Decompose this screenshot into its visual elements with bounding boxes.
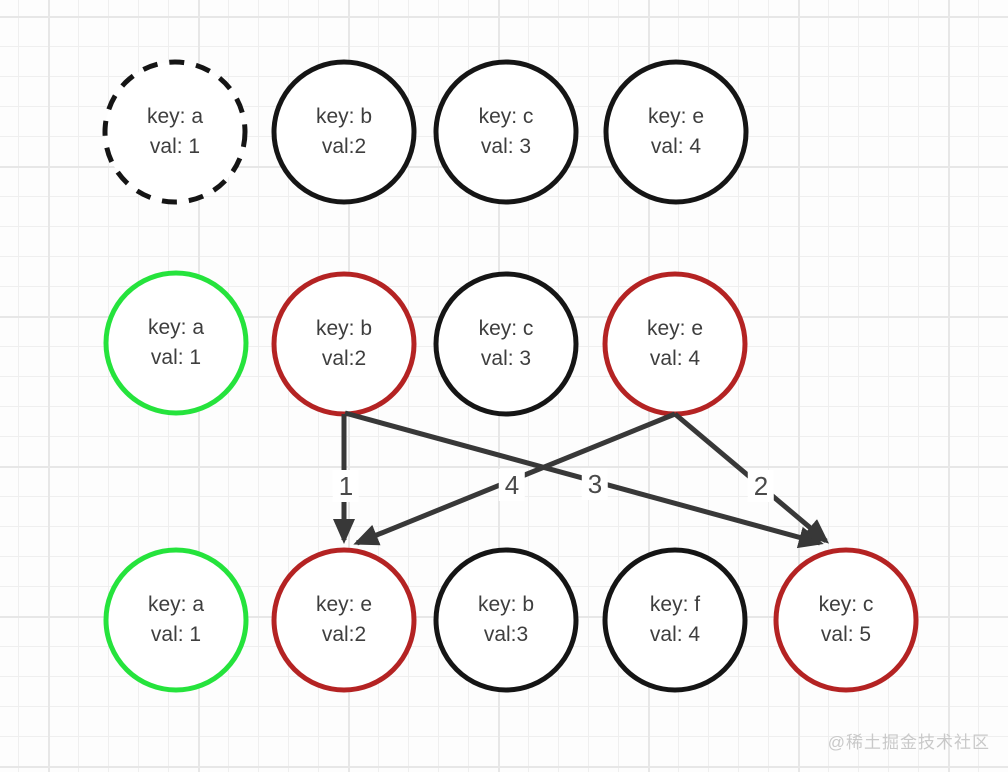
node-circle-row3-f bbox=[602, 547, 748, 693]
node-circle-row1-c bbox=[433, 59, 579, 205]
node-circle-row3-a bbox=[103, 547, 249, 693]
watermark: @稀土掘金技术社区 bbox=[827, 733, 990, 752]
node-circle-row1-e bbox=[603, 59, 749, 205]
node-circle-row3-c bbox=[773, 547, 919, 693]
nodes-group bbox=[102, 59, 919, 693]
node-circle-row3-b bbox=[433, 547, 579, 693]
edges-group bbox=[333, 410, 830, 549]
edge-arrow-row2-e-to-row3-e bbox=[353, 411, 676, 546]
node-circle-row2-b bbox=[271, 271, 417, 417]
node-circle-row2-e bbox=[602, 271, 748, 417]
node-circle-row2-c bbox=[433, 271, 579, 417]
node-circle-row1-a bbox=[102, 59, 248, 205]
node-circle-row1-b bbox=[271, 59, 417, 205]
node-circle-row2-a bbox=[103, 270, 249, 416]
node-circle-row3-e bbox=[271, 547, 417, 693]
